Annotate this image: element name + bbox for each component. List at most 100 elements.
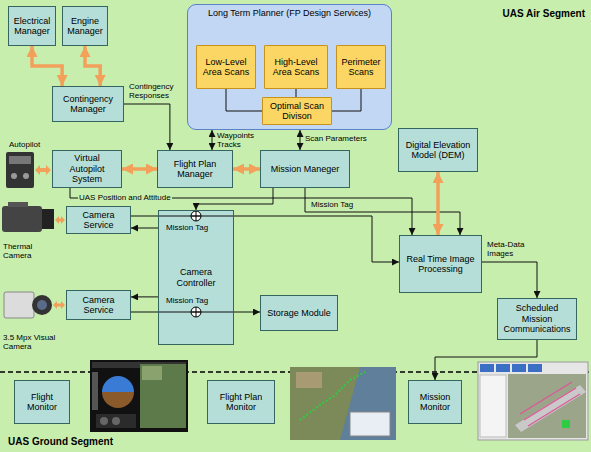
process-box: Mission Maneger [260,150,350,188]
autopilot-unit [6,152,34,188]
cockpit-screenshot [142,366,162,380]
process-box: Mission Monitor [408,380,462,424]
callout-label: Thermal Camera [2,242,56,260]
box-fill [158,210,234,345]
autopilot-unit [11,173,17,179]
service-link-arrow [32,46,62,86]
visual-camera [32,295,52,315]
mission-screenshot [528,364,542,372]
process-box: Scheduled Mission Communications [497,298,577,340]
link-arrow [55,216,65,224]
service-link-arrow [85,46,100,86]
process-box: Real Time Image Processing [399,235,482,293]
thermal-camera [42,209,54,229]
scan-box: Low-Level Area Scans [196,45,256,89]
segment-title: UAS Ground Segment [8,436,113,448]
map-screenshot [290,367,396,440]
link-arrow [35,165,51,175]
box-label: Scheduled Mission Communications [501,303,573,334]
data-flow-arrow [435,340,537,380]
scan-box: High-Level Area Scans [264,45,328,89]
data-flow-arrow [226,89,262,111]
callout-label: Mission Tag [165,296,209,305]
data-flow-arrow [131,296,158,297]
process-box: Flight Monitor [14,380,70,424]
data-flow-arrow [300,130,301,150]
scan-box: Optimal Scan Divison [262,97,332,125]
data-flow-arrow [131,312,260,313]
callout-label: 3.5 Mpx Visual Camera [2,333,66,351]
cockpit-screenshot [92,372,98,410]
box-label: Camera Service [70,295,127,316]
group-title: Long Term Planner (FP Design Services) [188,5,391,18]
data-flow-arrow [212,130,213,150]
data-flow-arrow [332,89,361,111]
mission-screenshot [478,362,588,440]
box-label: Camera Service [70,210,127,231]
edge-label: Waypoints Tracks [216,131,262,149]
process-box: Contingency Manager [52,86,124,122]
box-label: Engine Manager [66,16,104,37]
autopilot-unit [23,173,29,179]
box-label: Contingency Manager [56,94,120,115]
data-flow-arrow [124,104,170,150]
box-label: High-Level Area Scans [268,57,324,78]
data-flow-arrow [296,89,297,97]
edge-label: Contingency Responses [128,82,184,100]
callout-label: Mission Tag [165,223,209,232]
segment-title: UAS Air Segment [503,8,585,20]
visual-camera [4,292,34,318]
process-box: Storage Module [260,295,338,331]
cockpit-screenshot [102,392,134,408]
link-arrow [53,301,65,309]
box-label: Mission Monitor [412,392,458,413]
process-box: Camera Service [66,290,131,320]
edge-label: Scan Parameters [304,134,368,143]
process-box: Engine Manager [62,6,108,46]
data-flow-arrow [131,228,158,229]
process-box: Digital Elevation Model (DEM) [398,128,478,172]
cockpit-screenshot [140,364,186,428]
process-box: Flight Plan Monitor [207,380,275,424]
cockpit-screenshot [90,360,188,432]
mission-screenshot [512,364,526,372]
segment-band: UAS Ground Segment Flight Monitor Flight P… [0,372,591,452]
box-label: Mission Maneger [271,164,340,174]
process-box: Camera Service [66,206,131,234]
box-label: Flight Monitor [18,392,66,413]
cockpit-screenshot [102,376,134,392]
box-label: Perimeter Scans [340,57,382,78]
data-flow-arrow [482,262,537,298]
box-label: Camera Controller [162,267,230,288]
cockpit-screenshot [100,417,108,425]
edge-label: UAS Position and Attitude [78,193,172,202]
callout-label: Autopilot [8,140,41,149]
thermal-camera [8,202,28,207]
process-box: Flight Plan Manager [157,150,233,188]
mission-screenshot [520,382,580,426]
cockpit-screenshot [96,414,136,428]
box-label: Real Time Image Processing [403,254,478,275]
scan-box: Perimeter Scans [336,45,386,89]
box-label: Low-Level Area Scans [200,57,252,78]
box-label: Flight Plan Monitor [211,392,271,413]
box-label: Optimal Scan Divison [266,101,328,122]
edge-label: Meta-Data Images [486,240,536,258]
visual-camera [37,300,47,310]
data-flow-arrow [196,188,273,210]
box-label: Virtual Autopilot System [56,153,118,184]
thermal-camera [2,206,42,232]
cockpit-screenshot [112,417,120,425]
service-link-arrow [436,172,440,235]
planner-group: Long Term Planner (FP Design Services) Lo… [187,4,392,130]
process-box: Electrical Manager [8,6,56,46]
box-label: Storage Module [267,308,331,318]
segment-band: UAS Air Segment Long Term Planner (FP Des… [0,0,591,372]
map-screenshot [296,372,322,388]
autopilot-unit [9,156,31,164]
process-box: Virtual Autopilot System [52,150,122,188]
mission-screenshot [562,420,570,428]
mission-screenshot [496,364,510,372]
mission-screenshot [480,364,494,372]
